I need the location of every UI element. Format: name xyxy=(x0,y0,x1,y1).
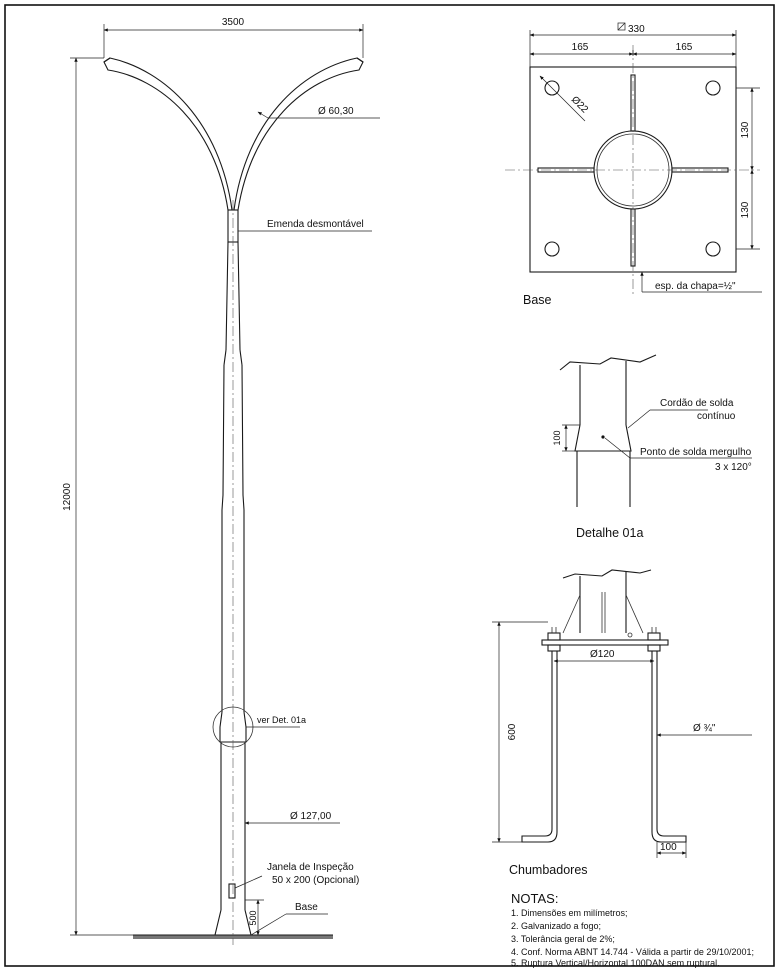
base-plate-view xyxy=(505,22,762,295)
sheet-border xyxy=(4,4,775,967)
anchor-spacing-dim: Ø120 xyxy=(590,649,615,660)
upper-shaft xyxy=(225,241,241,351)
anchor-plate xyxy=(541,639,669,646)
inspection-label-1: Janela de Inspeção xyxy=(267,862,354,873)
bolt-hole-tl xyxy=(544,80,560,96)
note-item-3: 3. Tolerância geral de 2%; xyxy=(511,934,615,944)
detail-title: Detalhe 01a xyxy=(576,526,643,540)
detail-weld-label-2: contínuo xyxy=(697,411,736,422)
inspection-window xyxy=(228,883,236,899)
base-depth-dim: 500 xyxy=(248,910,258,925)
note-item-2: 2. Galvanizado a fogo; xyxy=(511,921,601,931)
pole-height-dim: 12000 xyxy=(62,483,73,511)
plate-hole-diameter: Ø22 xyxy=(569,94,590,115)
plate-half-left-dim: 165 xyxy=(572,42,589,53)
detail-collar xyxy=(574,424,632,452)
bolt-hole-tr xyxy=(705,80,721,96)
base-diameter-label: Ø 127,00 xyxy=(290,811,332,822)
anchor-rod-right xyxy=(651,651,687,843)
arm-diameter-label: Ø 60,30 xyxy=(318,106,354,117)
plate-thickness-label: esp. da chapa=½" xyxy=(655,281,736,292)
plate-overall-dim: 330 xyxy=(628,24,645,35)
detail-spot-label-2: 3 x 120° xyxy=(715,462,752,473)
base-plate xyxy=(529,66,737,273)
anchor-rod-left xyxy=(521,651,558,843)
note-item-4: 4. Conf. Norma ABNT 14.744 - Válida a pa… xyxy=(511,947,754,957)
pole-width-dim: 3500 xyxy=(222,17,245,28)
plate-half-bottom-dim: 130 xyxy=(740,201,751,218)
pole-elevation xyxy=(70,24,380,945)
plate-title: Base xyxy=(523,293,552,307)
plate-half-right-dim: 165 xyxy=(676,42,693,53)
lower-shaft xyxy=(221,510,245,712)
bolt-hole-bl xyxy=(544,241,560,257)
anchor-rod-diameter: Ø ¾" xyxy=(693,723,716,734)
ground-line xyxy=(133,935,333,939)
notes-title: NOTAS: xyxy=(511,891,558,906)
plate-half-top-dim: 130 xyxy=(740,121,751,138)
detail-weld-label-1: Cordão de solda xyxy=(660,398,734,409)
inspection-label-2: 50 x 200 (Opcional) xyxy=(272,875,359,886)
middle-shaft xyxy=(222,364,244,496)
note-item-1: 1. Dimensões em milímetros; xyxy=(511,908,628,918)
anchor-length-dim: 600 xyxy=(507,723,518,740)
detail-spot-label-1: Ponto de solda mergulho xyxy=(640,447,752,458)
anchors-title: Chumbadores xyxy=(509,863,588,877)
bolt-hole-br xyxy=(705,241,721,257)
splice-label: Emenda desmontável xyxy=(267,219,364,230)
note-item-5: 5. Ruptura Vertical/Horizontal 100DAN se… xyxy=(511,958,720,968)
base-label: Base xyxy=(295,902,318,913)
detail-view xyxy=(559,354,752,507)
detail-height-dim: 100 xyxy=(552,430,562,445)
anchor-bolts-view xyxy=(492,569,752,858)
left-arm xyxy=(103,57,233,211)
right-arm xyxy=(233,57,364,211)
detail-ref-label: ver Det. 01a xyxy=(257,715,306,725)
bottom-shaft xyxy=(220,742,246,910)
anchor-hook-dim: 100 xyxy=(660,842,677,853)
